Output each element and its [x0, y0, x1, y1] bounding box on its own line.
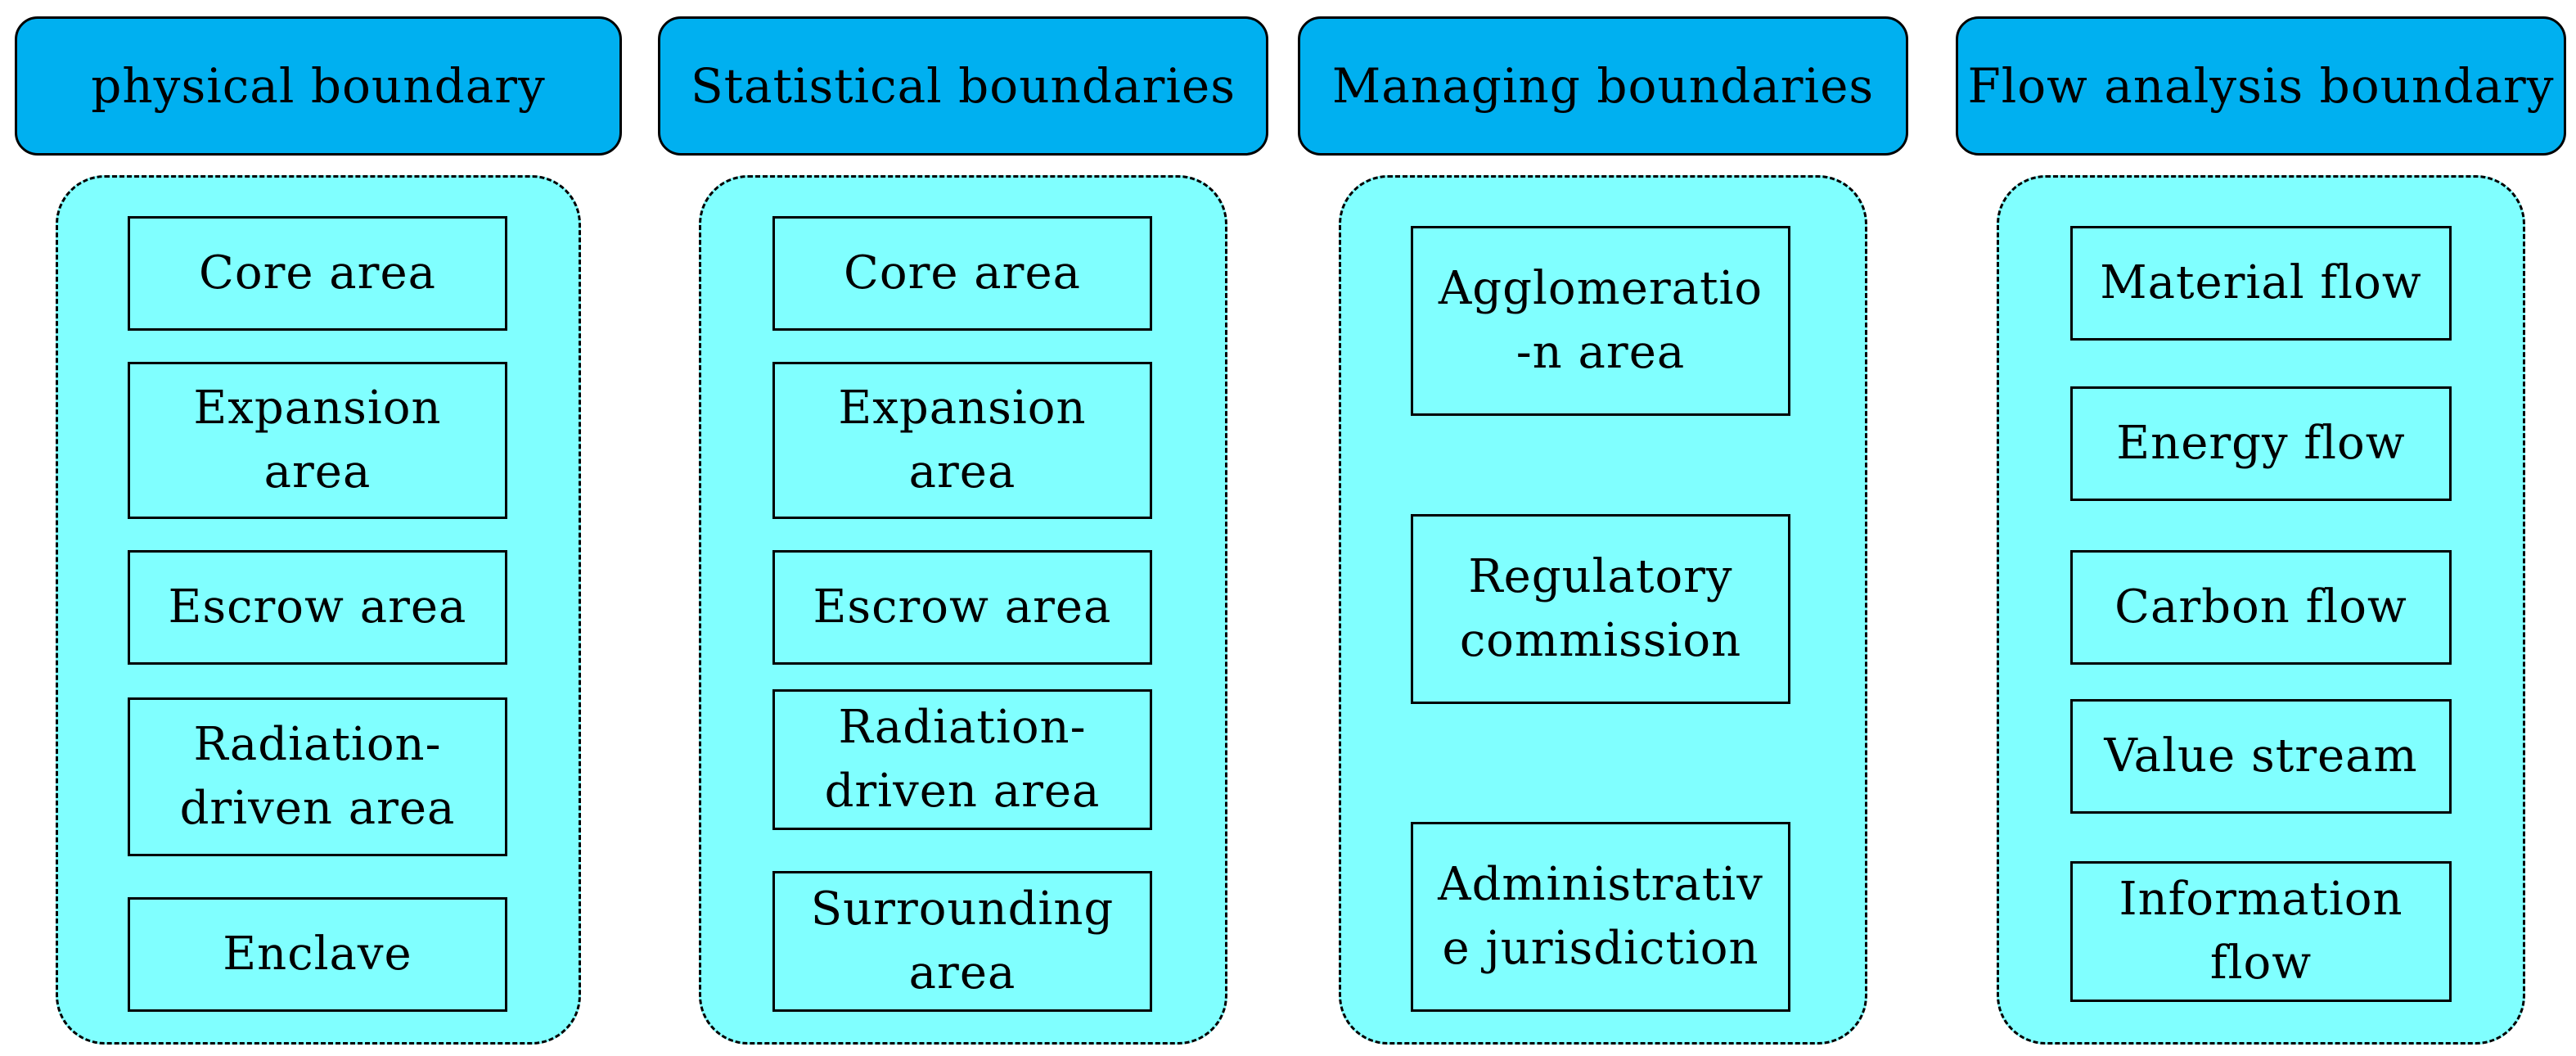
box-information-flow: Information flow [2070, 861, 2452, 1002]
box-administrative-jurisdiction: Administrativ e jurisdiction [1411, 822, 1790, 1012]
box-line: Surrounding [810, 882, 1115, 936]
box-line: area [908, 946, 1016, 1000]
header-physical-boundary: physical boundary [15, 16, 622, 156]
box-energy-flow: Energy flow [2070, 386, 2452, 501]
box-line: Value stream [2104, 729, 2418, 783]
box-line: area [908, 445, 1016, 499]
box-line: driven area [824, 765, 1101, 818]
box-line: commission [1459, 614, 1742, 667]
box-line: Expansion [838, 381, 1087, 435]
box-regulatory-commission: Regulatory commission [1411, 514, 1790, 704]
box-enclave: Enclave [128, 897, 507, 1012]
box-surrounding-area: Surrounding area [772, 871, 1152, 1012]
header-statistical-boundaries: Statistical boundaries [658, 16, 1268, 156]
header-flow-analysis-boundary: Flow analysis boundary [1956, 16, 2566, 156]
box-line: e jurisdiction [1442, 922, 1759, 975]
box-line: Material flow [2100, 256, 2422, 309]
box-line: Expansion [193, 381, 442, 435]
box-line: Enclave [223, 927, 412, 981]
box-line: Radiation- [193, 718, 442, 771]
box-line: Regulatory [1468, 550, 1733, 603]
box-escrow-area: Escrow area [772, 550, 1152, 665]
box-escrow-area: Escrow area [128, 550, 507, 665]
box-agglomeration-area: Agglomeratio -n area [1411, 226, 1790, 416]
box-core-area: Core area [772, 216, 1152, 331]
box-radiation-driven-area: Radiation-driven area [128, 697, 507, 856]
box-line: Core area [199, 246, 436, 300]
box-line: Agglomeratio [1438, 262, 1763, 315]
box-line: driven area [179, 782, 456, 835]
box-material-flow: Material flow [2070, 226, 2452, 341]
box-expansion-area: Expansion area [772, 362, 1152, 519]
box-carbon-flow: Carbon flow [2070, 550, 2452, 665]
box-line: Escrow area [168, 580, 467, 634]
box-line: Core area [844, 246, 1081, 300]
box-expansion-area: Expansion area [128, 362, 507, 519]
header-managing-boundaries: Managing boundaries [1298, 16, 1908, 156]
box-line: Information [2119, 873, 2403, 926]
box-line: area [263, 445, 372, 499]
box-line: Carbon flow [2114, 580, 2407, 634]
box-line: -n area [1515, 326, 1686, 379]
box-core-area: Core area [128, 216, 507, 331]
box-radiation-driven-area: Radiation-driven area [772, 689, 1152, 830]
box-line: Radiation- [838, 701, 1087, 754]
box-line: Administrativ [1438, 858, 1763, 911]
box-line: flow [2209, 936, 2313, 990]
box-line: Energy flow [2116, 417, 2406, 470]
box-value-stream: Value stream [2070, 699, 2452, 814]
box-line: Escrow area [813, 580, 1112, 634]
